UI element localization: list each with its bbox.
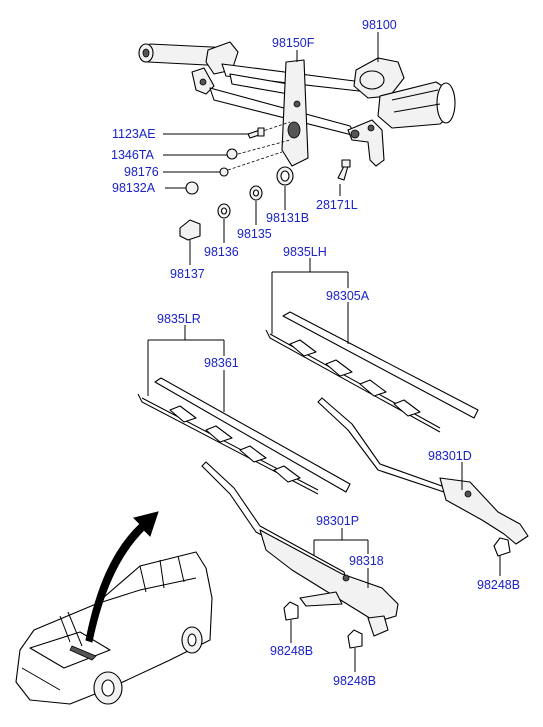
label-1123AE: 1123AE: [112, 127, 156, 141]
wiper-arm-p: [201, 461, 399, 649]
label-98137: 98137: [170, 267, 205, 281]
minivan-icon: [15, 511, 213, 705]
label-98361: 98361: [204, 356, 239, 370]
wiper-blade-lh: [265, 311, 479, 433]
label-98150F: 98150F: [272, 36, 315, 50]
label-98305A: 98305A: [326, 289, 370, 303]
label-98176: 98176: [124, 165, 159, 179]
label-98100: 98100: [362, 18, 397, 32]
wiper-arm-d: [317, 397, 529, 557]
wiper-linkage-icon: [138, 41, 385, 171]
leader-lines: [147, 32, 501, 672]
label-98301P: 98301P: [316, 514, 359, 528]
label-28171L: 28171L: [316, 198, 358, 212]
wiper-motor-icon: [353, 57, 456, 129]
label-9835LR: 9835LR: [157, 312, 201, 326]
label-98248B-mid: 98248B: [270, 644, 313, 658]
label-98318: 98318: [349, 554, 384, 568]
label-98248B-low: 98248B: [333, 674, 376, 688]
wiper-blade-lr: [137, 377, 351, 495]
label-98135: 98135: [237, 227, 272, 241]
label-98131B: 98131B: [266, 211, 309, 225]
label-1346TA: 1346TA: [111, 148, 155, 162]
label-9835LH: 9835LH: [283, 245, 327, 259]
part-labels: 98100 98150F 1123AE 1346TA 98176 98132A …: [111, 18, 520, 688]
label-98248B-right: 98248B: [477, 578, 520, 592]
label-98132A: 98132A: [112, 181, 156, 195]
hardware-parts: [179, 127, 351, 241]
label-98301D: 98301D: [428, 449, 472, 463]
label-98136: 98136: [204, 245, 239, 259]
